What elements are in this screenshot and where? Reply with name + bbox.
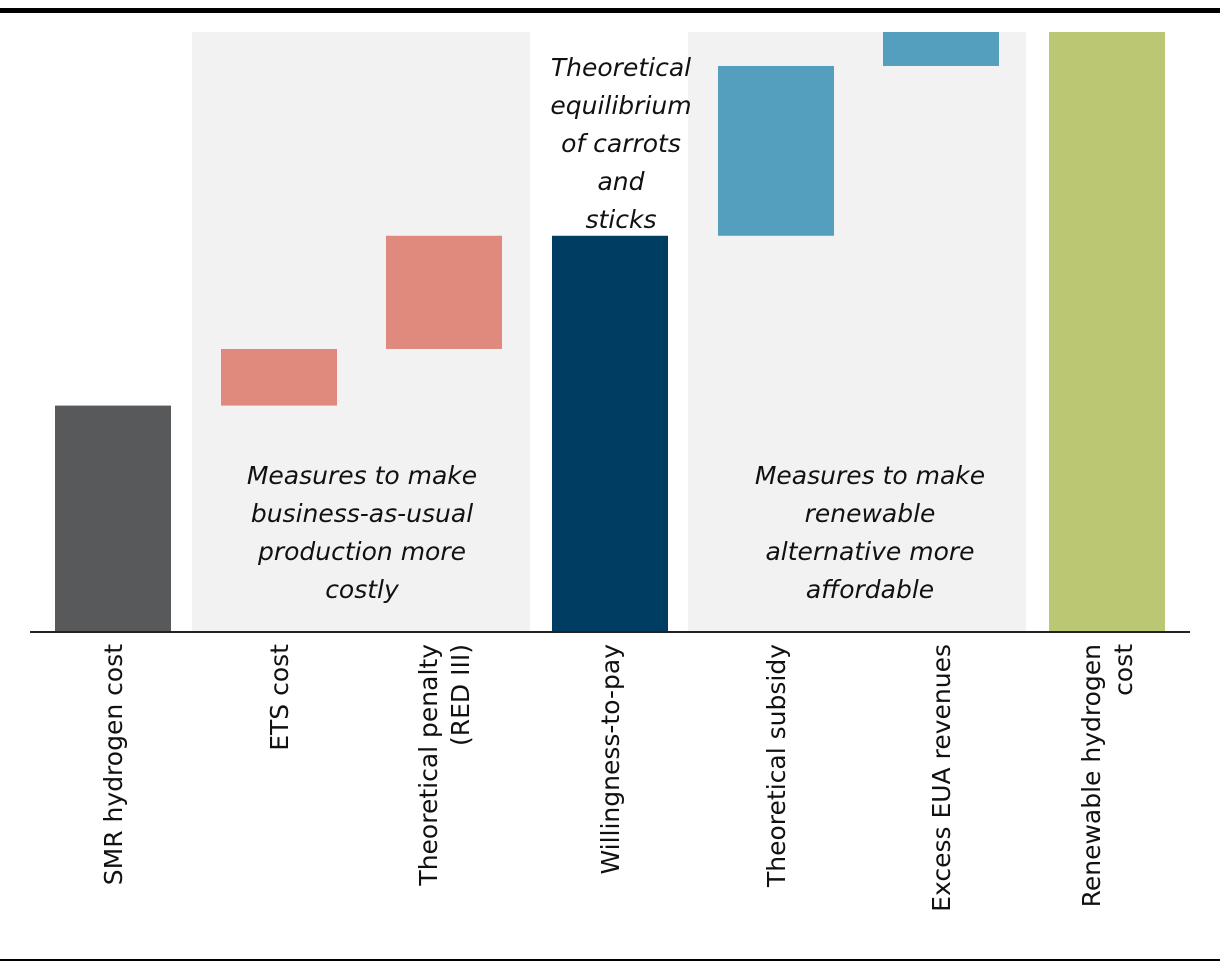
category-label-6: Excess EUA revenues — [927, 644, 956, 912]
category-labels: SMR hydrogen cost ETS cost Theoretical pen… — [99, 644, 1138, 912]
bar-4 — [552, 235, 668, 632]
bar-6 — [883, 32, 999, 66]
bar-1 — [55, 405, 171, 632]
bar-5 — [718, 65, 834, 236]
category-label-3: Theoretical penalty(RED III) — [414, 644, 475, 887]
bar-2 — [221, 348, 337, 406]
bars — [55, 32, 1165, 632]
bottom-rule — [0, 959, 1220, 961]
category-label-5: Theoretical subsidy — [762, 644, 791, 888]
bar-3 — [386, 235, 502, 349]
category-label-4: Willingness-to-pay — [596, 644, 625, 875]
category-label-1: SMR hydrogen cost — [99, 644, 128, 885]
top-rule — [0, 8, 1220, 13]
bar-7 — [1049, 32, 1165, 632]
category-label-2: ETS cost — [265, 644, 294, 751]
